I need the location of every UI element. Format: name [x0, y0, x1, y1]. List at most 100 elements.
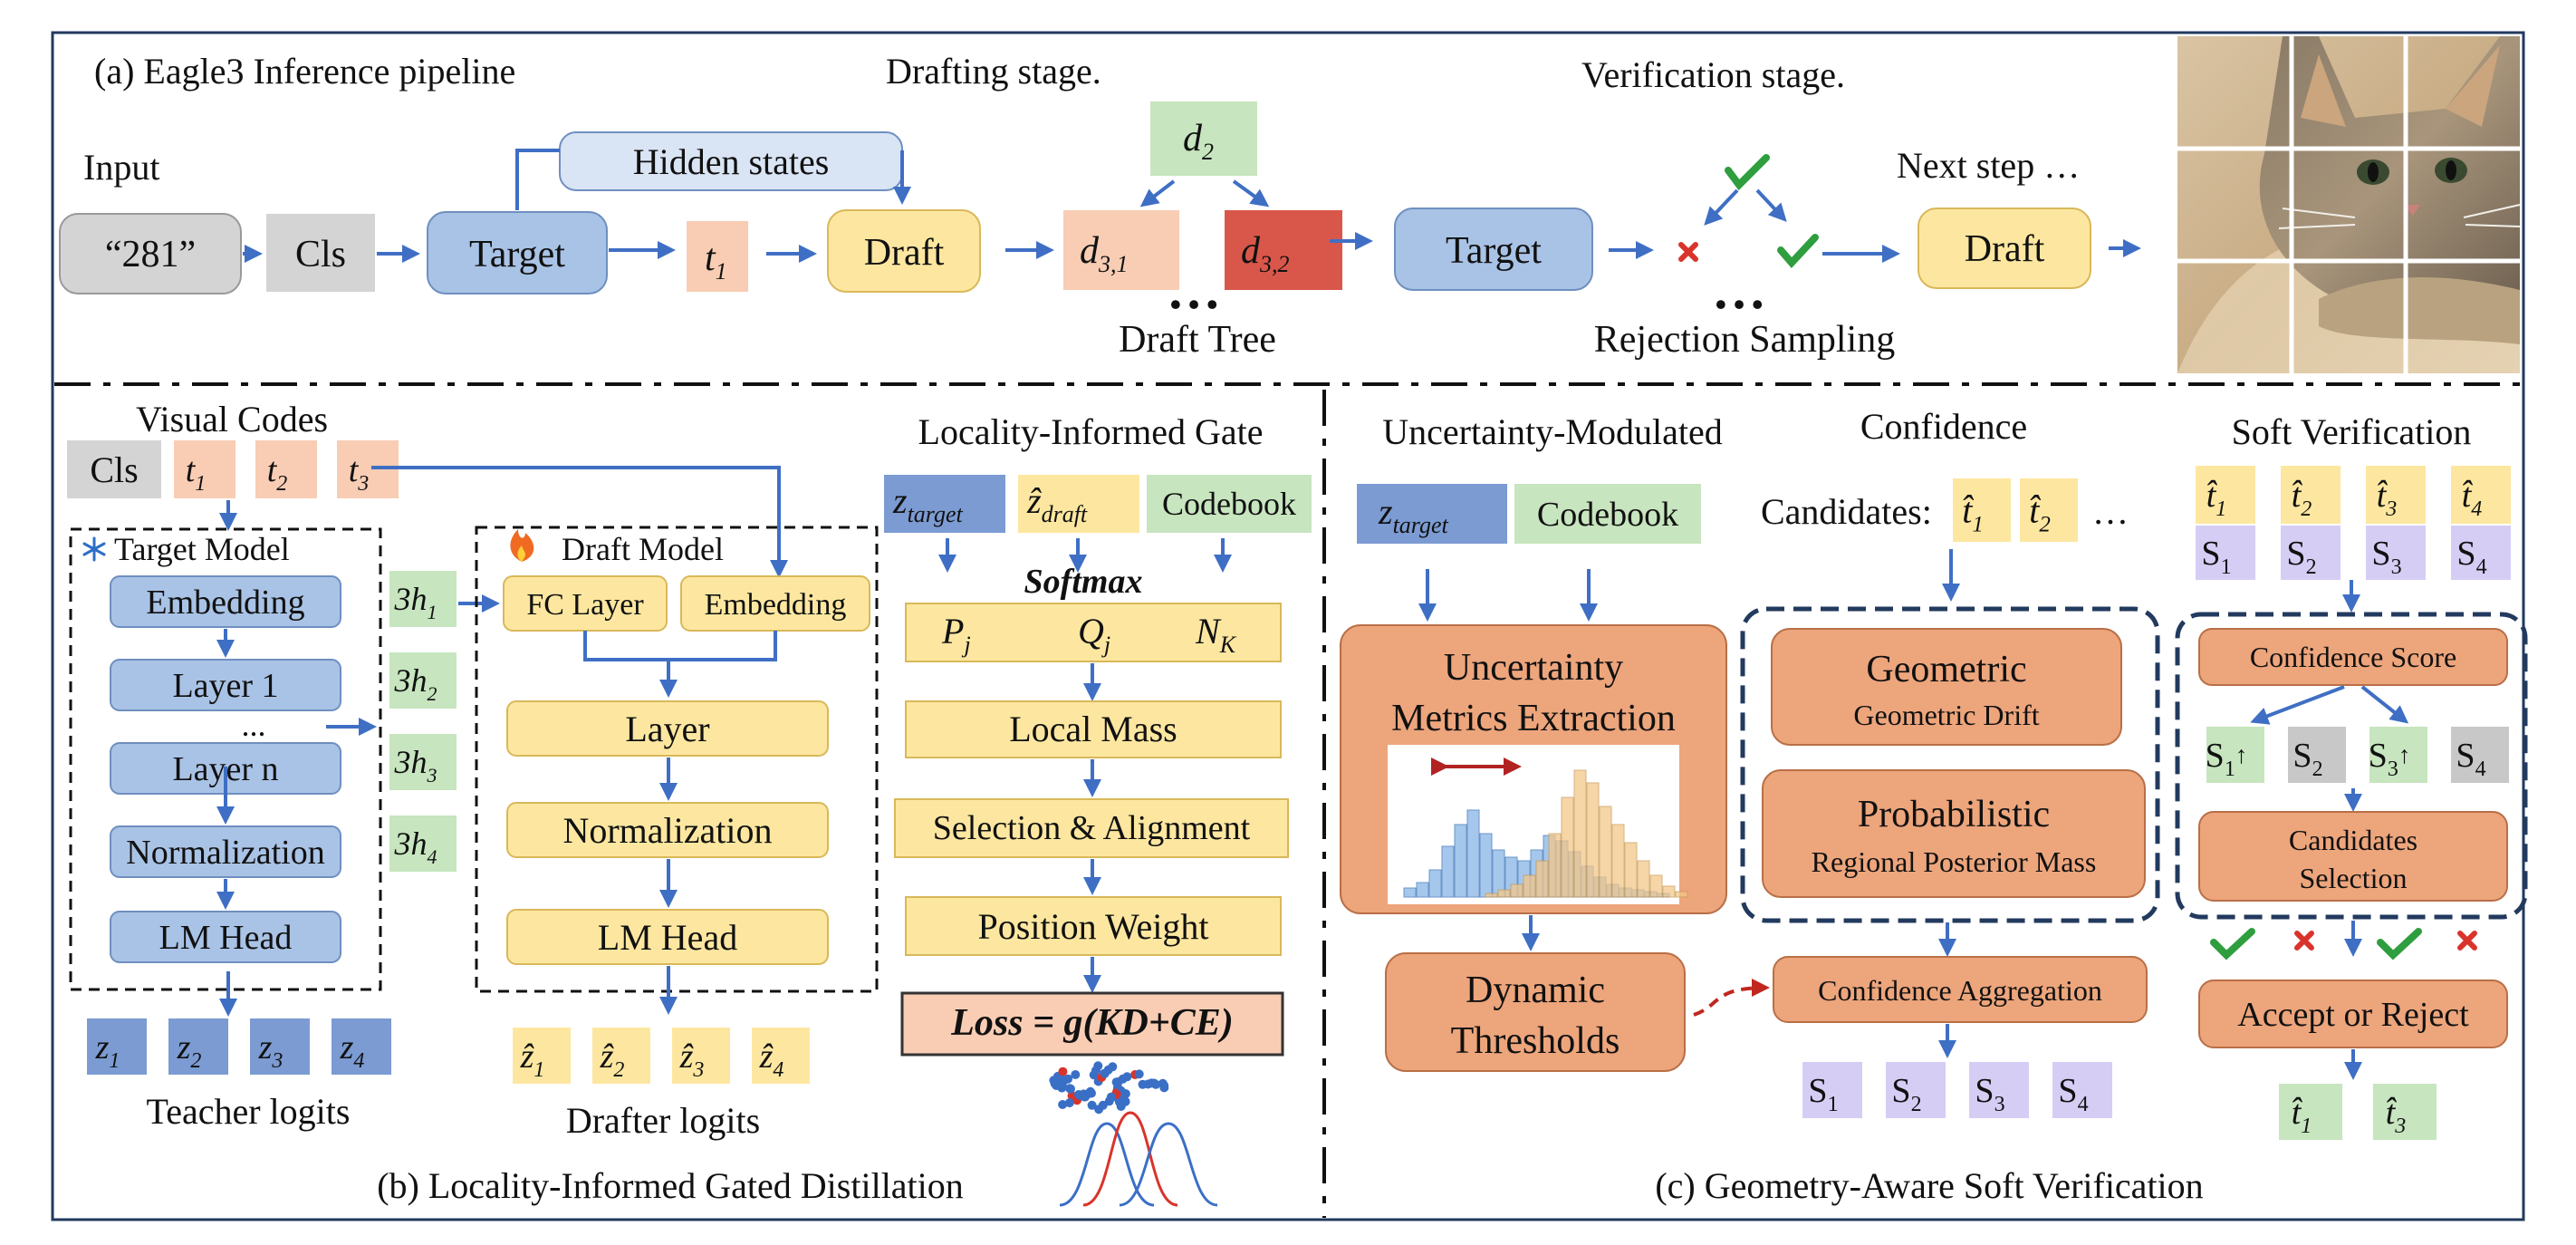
arrow — [1139, 179, 1176, 208]
chip-bg — [2281, 466, 2341, 524]
chip-bg — [389, 571, 457, 627]
cluster-point — [1071, 1070, 1081, 1079]
target-model-frame — [69, 527, 382, 991]
chip-label: z4 — [340, 1028, 365, 1073]
chip-bg — [2288, 727, 2346, 783]
rejection-sampling-label: Rejection Sampling — [1594, 319, 1895, 361]
target-hidden-connector — [515, 149, 560, 210]
draft-box — [827, 209, 981, 293]
hist-bar — [1497, 889, 1511, 898]
check-icon — [1777, 234, 1819, 269]
draft-layer-box-bg — [506, 802, 829, 858]
chip-label: S1↑ — [2206, 737, 2248, 781]
z-target-chip — [884, 475, 1005, 533]
selection-box — [894, 798, 1289, 858]
d31-label: d3,1 — [1080, 230, 1129, 277]
drafter-logit-chip: ẑ4 — [752, 1028, 810, 1084]
candidates-selection-box — [2198, 811, 2508, 902]
chip-label: S2 — [2286, 535, 2316, 579]
position-weight-box — [905, 896, 1282, 956]
aggregation-box — [1773, 956, 2148, 1023]
teacher-logit-chip: z3 — [250, 1018, 310, 1075]
cluster-point — [1138, 1079, 1148, 1089]
aggregation-label: Confidence Aggregation — [1818, 974, 2102, 1007]
chip-label: S2 — [2292, 737, 2322, 781]
next-step-label: Next step … — [1897, 145, 2080, 186]
chip-label: S4 — [2456, 737, 2485, 781]
dynamic-line-1: Dynamic — [1466, 970, 1605, 1011]
arrow — [2250, 685, 2345, 725]
confidence-score-box — [2198, 628, 2508, 686]
candidates-ellipsis: … — [2092, 491, 2129, 532]
uncertainty-line-1: Uncertainty — [1444, 647, 1623, 689]
loss-box — [900, 991, 1284, 1057]
chip-bg — [592, 1028, 650, 1084]
chip-bg — [389, 652, 457, 709]
chip-bg — [2279, 1084, 2342, 1140]
um-codebook-chip — [1514, 484, 1701, 544]
cluster-point — [1065, 1084, 1075, 1094]
target-layer-bg — [110, 825, 341, 878]
geometry-soft-verification: Uncertainty-Modulated ztarget Codebook U… — [1340, 406, 2528, 1206]
teacher-logits: z1 z2 z3 z4 — [87, 1018, 391, 1075]
input-label: Input — [83, 147, 159, 188]
d2-label: d2 — [1183, 118, 1214, 165]
hist-bar — [1485, 893, 1498, 898]
drafter-logits-label: Drafter logits — [566, 1100, 760, 1141]
qj-label: Qj — [1078, 611, 1110, 658]
verify-ellipsis: … — [1712, 260, 1766, 320]
chip-bg — [168, 1018, 228, 1075]
um-z-target-chip — [1357, 484, 1507, 544]
chip-label: t̂4 — [2462, 477, 2483, 521]
target-model-label: Target Model — [114, 531, 290, 567]
gaussian-curve — [1082, 1111, 1178, 1207]
chip-bg — [672, 1028, 730, 1084]
candidates-label: Candidates: — [1761, 491, 1932, 532]
draft-layer-box: Layer — [506, 700, 829, 757]
hist-bar — [1510, 883, 1523, 898]
uncertainty-line-2: Metrics Extraction — [1391, 698, 1676, 739]
next-draft-label: Draft — [1965, 228, 2045, 270]
cls-chip — [67, 440, 161, 498]
chip-label: S3↑ — [2369, 737, 2411, 781]
hist-bar — [1441, 845, 1455, 898]
chip-label: ẑ3 — [679, 1038, 705, 1082]
drafter-logit-chip: ẑ3 — [672, 1028, 730, 1084]
chip-label: z2 — [177, 1028, 202, 1073]
hist-bar — [1428, 869, 1442, 898]
chip-label: S3 — [2371, 535, 2401, 579]
hidden-state-chip: 3h2 — [389, 652, 457, 709]
hist-bar — [1649, 874, 1663, 898]
drafting-stage-label: Drafting stage. — [886, 51, 1101, 92]
verification-stage-label: Verification stage. — [1581, 54, 1845, 95]
sv-token-chip: t̂2 — [2281, 466, 2341, 524]
d32-chip — [1225, 210, 1342, 290]
ranked-score-chip: S1↑ — [2206, 727, 2264, 783]
teacher-logit-chip: z4 — [332, 1018, 391, 1075]
visual-code-chip: t1 — [174, 440, 235, 498]
target-layer-bg — [110, 911, 341, 963]
chip-bg — [87, 1018, 147, 1075]
threshold-to-aggregation-arrow — [1693, 979, 1770, 1017]
cluster-point — [1073, 1090, 1083, 1099]
chip-bg — [174, 440, 235, 498]
chip-label: 3h4 — [394, 825, 437, 868]
cluster-point — [1058, 1100, 1068, 1109]
cat-photo — [2177, 36, 2521, 373]
hist-bar — [1624, 842, 1638, 898]
target-layer-label: Embedding — [146, 584, 304, 622]
chip-label: t̂2 — [2029, 490, 2051, 537]
chip-label: z1 — [95, 1028, 120, 1073]
uncertainty-modulated-title: Uncertainty-Modulated — [1382, 411, 1722, 452]
chip-label: S1 — [2201, 535, 2231, 579]
check-icon — [2210, 928, 2255, 960]
chip-label: 3h2 — [394, 662, 437, 705]
hidden-states-label: Hidden states — [633, 141, 830, 182]
chip-bg — [2366, 466, 2426, 524]
cluster-point — [1159, 1083, 1169, 1093]
chip-label: t̂1 — [2292, 1094, 2312, 1138]
